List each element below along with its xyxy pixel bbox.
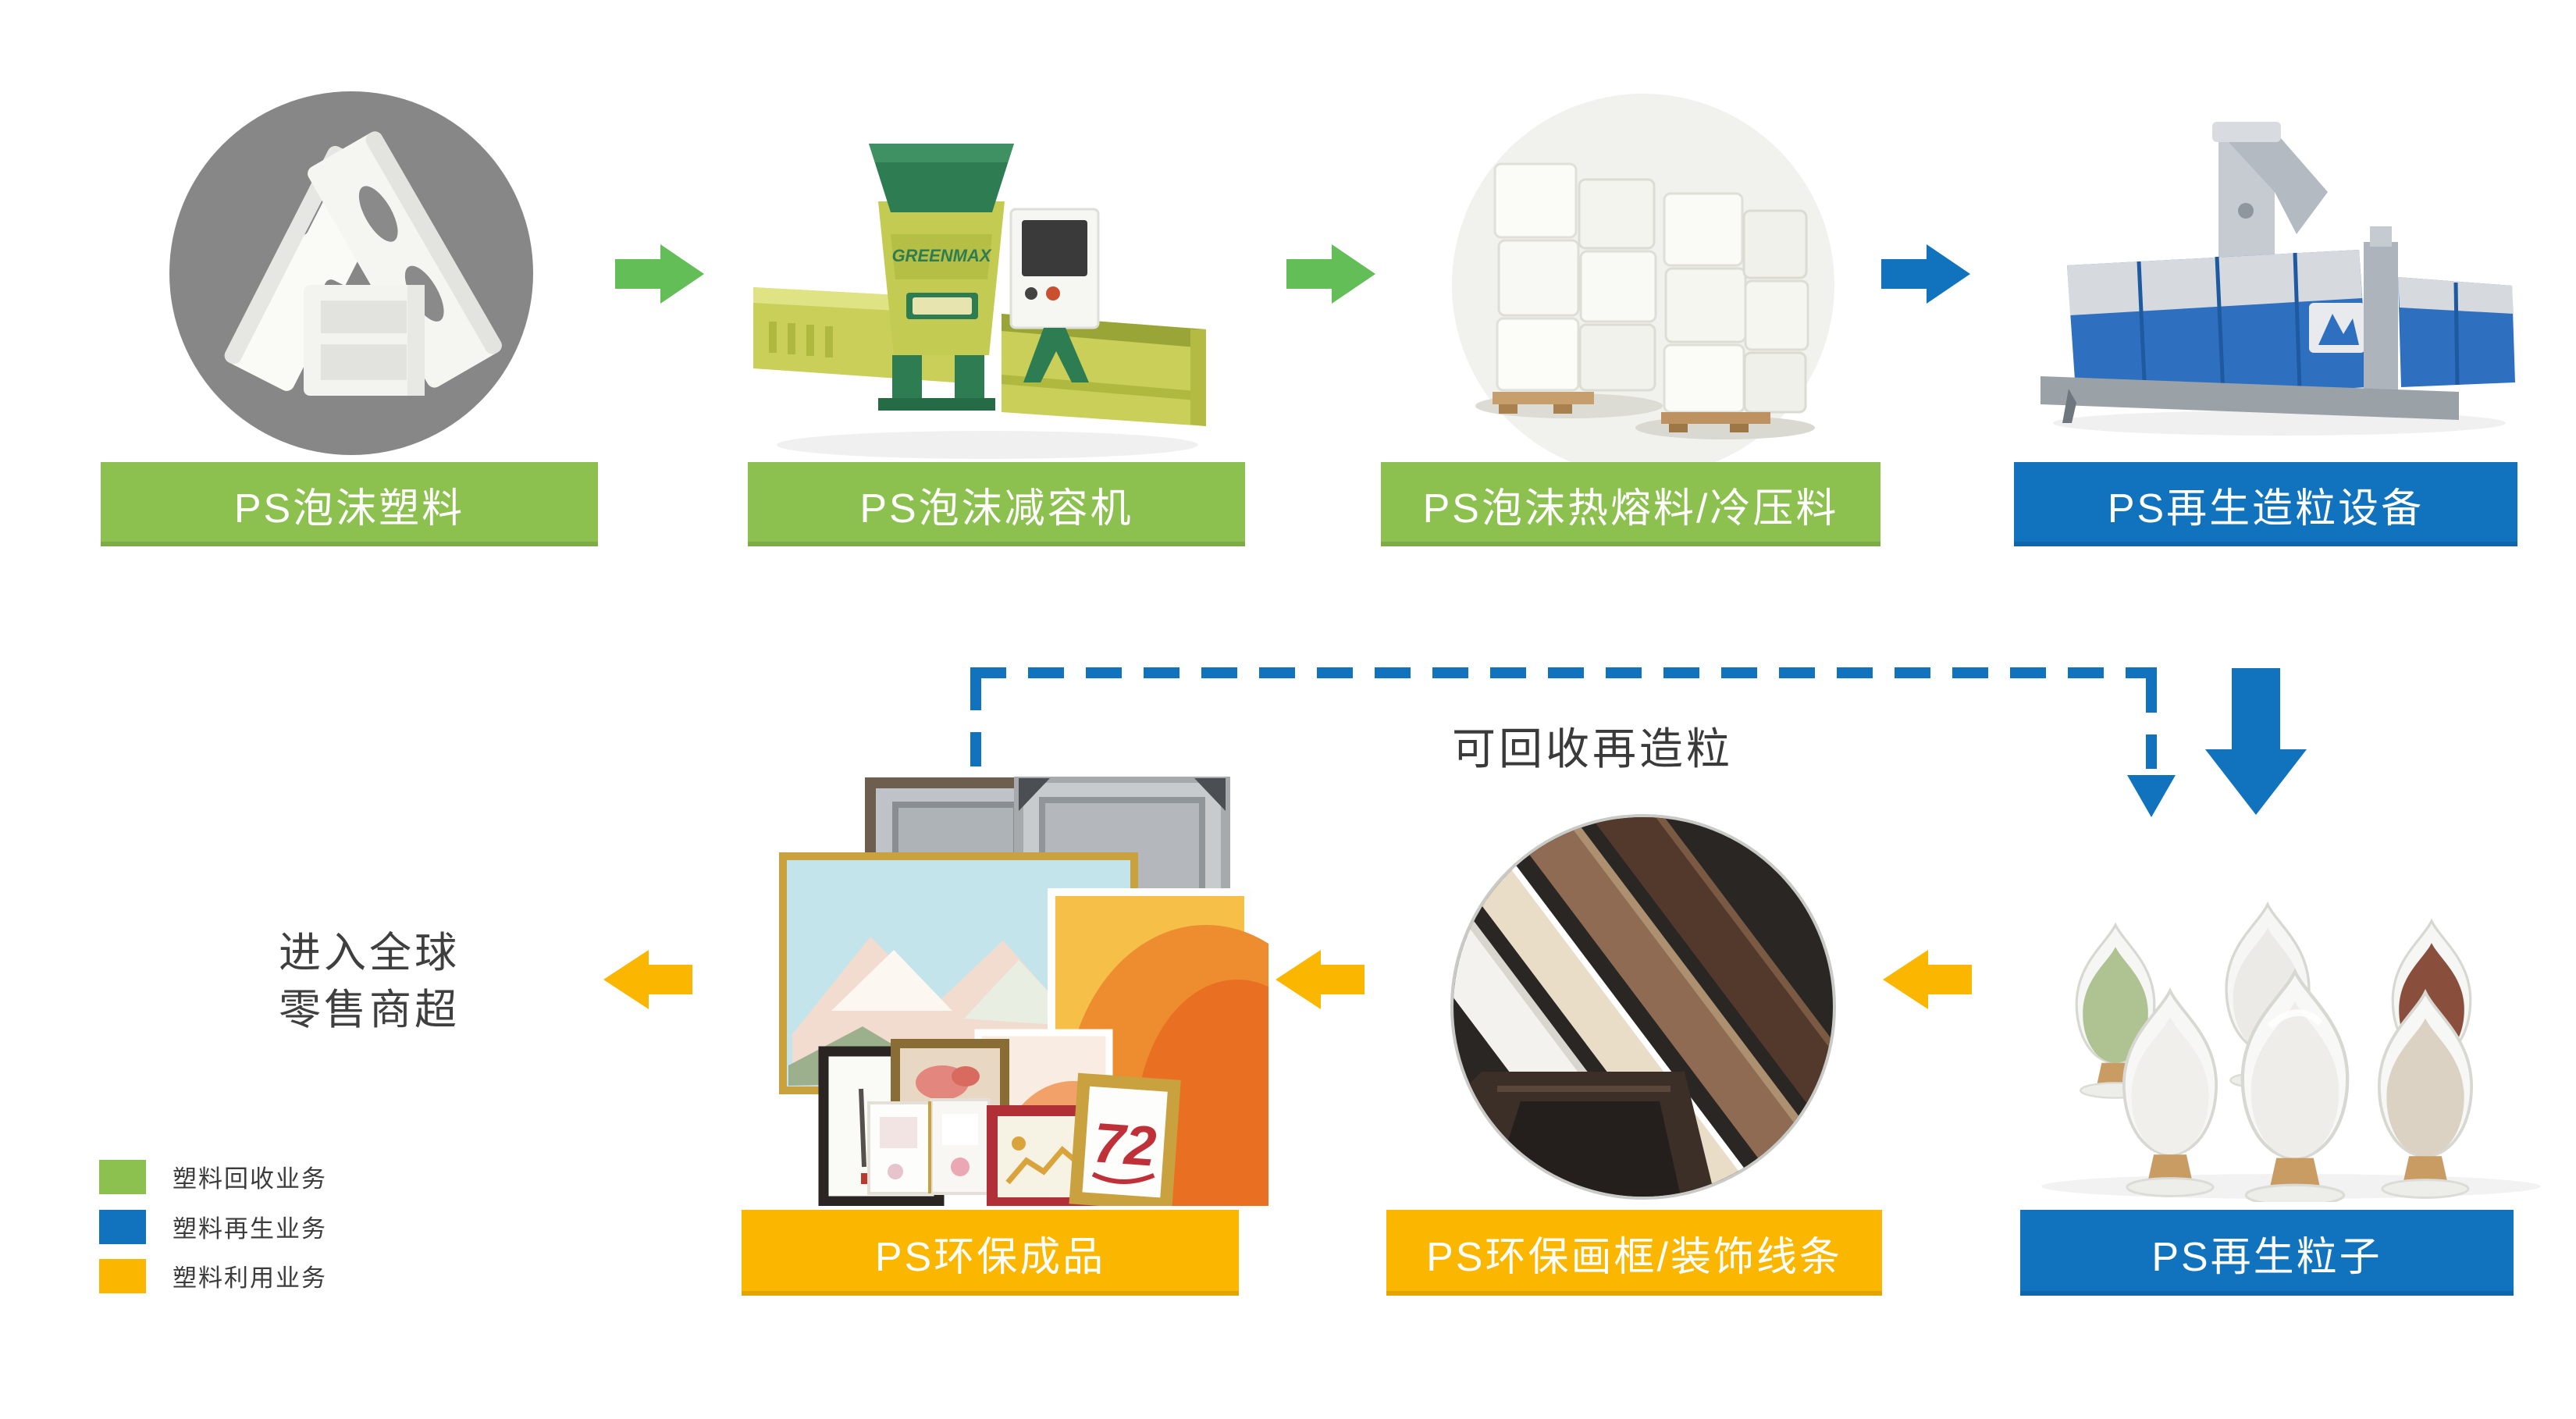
frame-72: 72	[1069, 1072, 1181, 1211]
legend-label-utilize: 塑料利用业务	[173, 1264, 327, 1292]
foam-piece-box	[304, 285, 425, 396]
legend-swatch-yellow	[99, 1258, 146, 1293]
label-ps-foam-melt: PS泡沫热熔料/冷压料	[1381, 462, 1880, 546]
label-ps-foam-plastic: PS泡沫塑料	[101, 462, 598, 546]
flow-arrow-3-blue	[1881, 244, 1970, 304]
label-ps-foam-compactor: PS泡沫减容机	[748, 462, 1245, 546]
global-retail-line1: 进入全球	[279, 930, 460, 976]
dashed-line-horizontal	[970, 667, 2157, 678]
flow-arrow-5-yellow	[1276, 950, 1364, 1009]
bale-stack-left	[1475, 162, 1663, 418]
ps-eco-frames-image	[1450, 814, 1836, 1200]
flow-arrow-6-yellow	[1883, 950, 1972, 1009]
ps-pelletizing-equipment-image	[2022, 117, 2525, 445]
ps-foam-plastic-image	[169, 91, 533, 455]
flow-arrow-4-yellow	[603, 950, 692, 1009]
flow-arrow-2-green	[1286, 244, 1375, 304]
global-retail-line2: 零售商超	[279, 987, 460, 1033]
dashed-line-left-vertical	[970, 676, 981, 785]
ps-foam-compactor-image: GREENMAX	[753, 117, 1206, 476]
legend-label-recycle: 塑料回收业务	[173, 1165, 327, 1193]
frame-72-number: 72	[1091, 1111, 1158, 1178]
pellet-jar-tan-right	[2377, 990, 2474, 1199]
down-arrow-head-blue	[2205, 749, 2307, 815]
ps-foam-bales-image	[1452, 94, 1834, 476]
ps-eco-products-image: 72	[769, 774, 1347, 1284]
ps-recycled-pellets-image	[2026, 843, 2556, 1207]
compactor-brand-text: GREENMAX	[891, 246, 991, 265]
dashed-arrowhead-down	[2127, 775, 2176, 817]
bale-stack-right	[1635, 192, 1815, 439]
flow-arrow-1-green	[615, 244, 704, 304]
global-retail-text: 进入全球 零售商超	[201, 925, 537, 1039]
label-ps-eco-frames: PS环保画框/装饰线条	[1386, 1210, 1882, 1296]
legend-item-regenerate: 塑料再生业务	[99, 1209, 327, 1244]
down-arrow-shaft-blue	[2232, 668, 2280, 751]
folding-photo-frames	[867, 1098, 991, 1195]
pellet-jar-white-left	[2122, 989, 2218, 1197]
label-ps-recycled-pellets: PS再生粒子	[2020, 1210, 2514, 1296]
legend-swatch-blue	[99, 1209, 146, 1244]
dashed-line-right-vertical	[2146, 678, 2157, 774]
legend-item-utilize: 塑料利用业务	[99, 1258, 327, 1293]
label-ps-pelletizing-equipment: PS再生造粒设备	[2014, 462, 2517, 546]
legend-label-regenerate: 塑料再生业务	[173, 1215, 327, 1243]
legend-swatch-green	[99, 1159, 146, 1194]
label-ps-eco-products: PS环保成品	[742, 1210, 1239, 1296]
legend-item-recycle: 塑料回收业务	[99, 1159, 327, 1194]
recycle-loop-note: 可回收再造粒	[1452, 724, 1733, 774]
corner-molding	[1453, 1072, 1716, 1197]
